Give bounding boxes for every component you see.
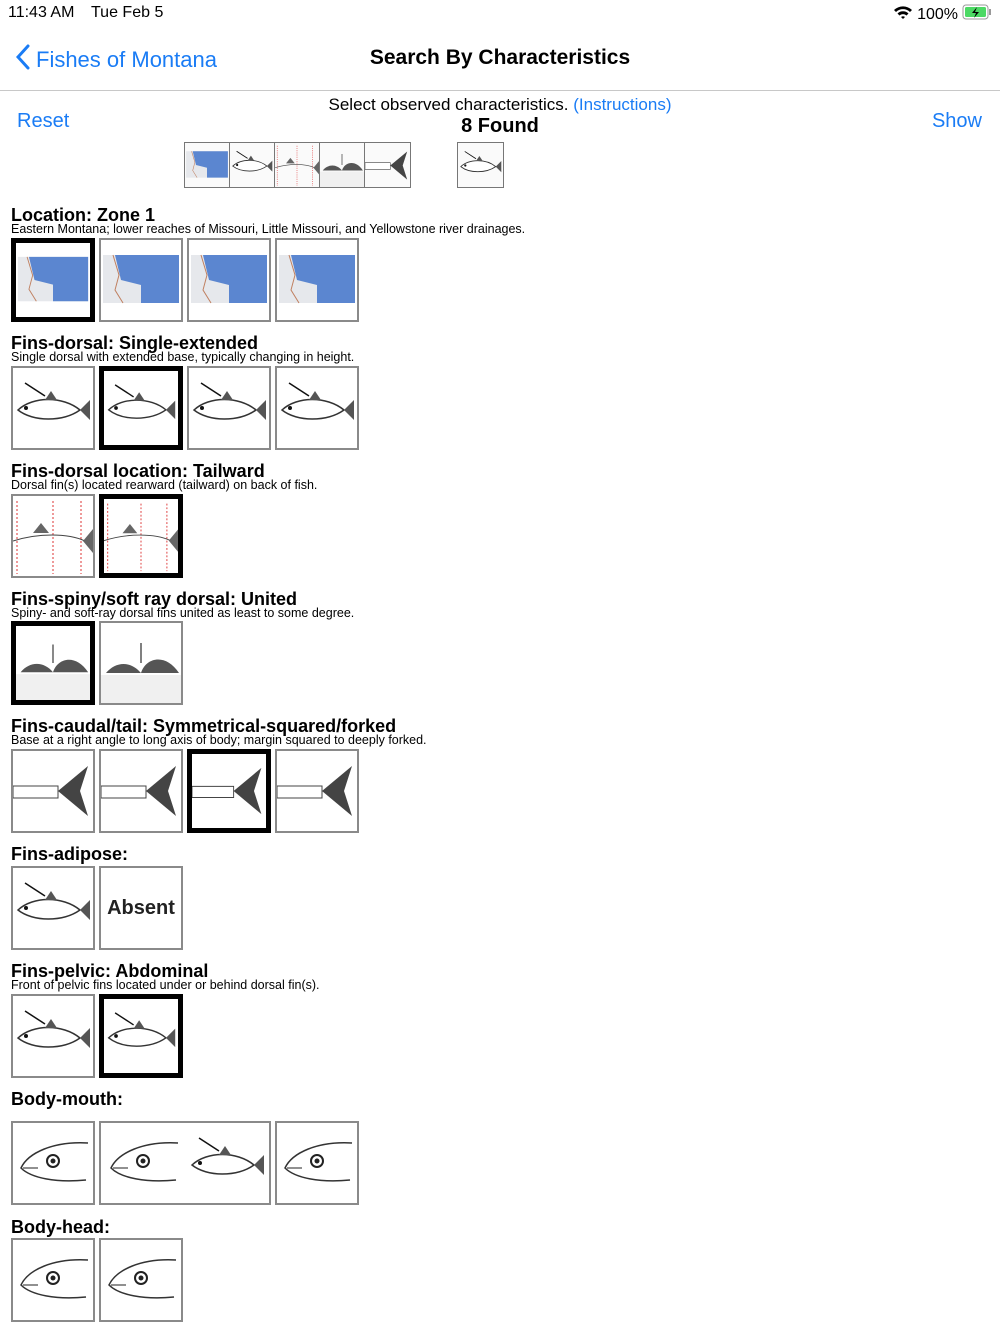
section-description: Eastern Montana; lower reaches of Missou… [11,222,526,236]
instruction-text: Select observed characteristics. [328,95,569,114]
option-tile-selected[interactable] [99,494,183,578]
option-tile[interactable] [11,866,95,950]
section-title: Fins-pelvic: Abdominal [11,961,209,981]
selected-characteristics-strip [184,142,411,188]
reset-button[interactable]: Reset [17,110,70,132]
status-time: 11:43 AM [8,4,75,21]
option-tile-selected[interactable] [99,994,183,1078]
section-title: Location: Zone 1 [11,205,155,225]
option-row [11,366,359,450]
option-tile[interactable] [99,1238,183,1322]
option-tile[interactable] [275,366,359,450]
strip-thumbnail-loc[interactable] [274,143,320,187]
option-tile-selected[interactable] [11,621,95,705]
section-description: Dorsal fin(s) located rearward (tailward… [11,478,318,492]
option-tile[interactable] [11,494,95,578]
pending-characteristic [457,142,504,188]
section-title: Fins-spiny/soft ray dorsal: United [11,589,298,609]
divider [0,90,1000,91]
option-tile[interactable] [275,749,359,833]
wifi-icon [893,5,913,24]
option-tile[interactable] [187,238,271,322]
section-description: Spiny- and soft-ray dorsal fins united a… [11,606,355,620]
option-row [11,621,183,705]
option-tile[interactable] [99,621,183,705]
battery-percent: 100% [917,5,958,23]
option-row [11,238,359,322]
section-title: Fins-caudal/tail: Symmetrical-squared/fo… [11,716,397,736]
chevron-left-icon [15,44,30,76]
battery-icon [962,4,992,25]
show-button[interactable]: Show [931,110,982,132]
instructions-link[interactable]: (Instructions) [573,95,672,114]
option-row [11,1238,183,1322]
option-row [11,494,183,578]
option-tile[interactable] [187,366,271,450]
section-title: Fins-adipose: [11,844,129,864]
option-tile[interactable] [11,994,95,1078]
option-row [11,749,359,833]
option-tile[interactable]: Absent [99,866,183,950]
option-row [11,1121,359,1205]
option-tile[interactable] [275,1121,359,1205]
strip-thumbnail-map[interactable] [185,143,230,187]
section-title: Fins-dorsal: Single-extended [11,333,259,353]
option-tile-selected[interactable] [187,749,271,833]
option-tile[interactable] [99,238,183,322]
section-description: Front of pelvic fins located under or be… [11,978,320,992]
strip-thumbnail-fish[interactable] [230,143,275,187]
option-tile[interactable] [99,1121,271,1205]
option-row: Absent [11,866,183,950]
option-tile[interactable] [275,238,359,322]
option-tile[interactable] [11,366,95,450]
back-button[interactable]: Fishes of Montana [15,44,217,76]
page-title: Search By Characteristics [369,46,631,69]
section-title: Body-mouth: [11,1089,123,1109]
back-label: Fishes of Montana [36,47,217,72]
option-tile[interactable] [11,749,95,833]
strip-thumbnail-fin[interactable] [320,143,365,187]
option-tile[interactable] [11,1238,95,1322]
option-tile[interactable] [99,749,183,833]
section-description: Base at a right angle to long axis of bo… [11,733,427,747]
option-tile-selected[interactable] [99,366,183,450]
section-title: Body-head: [11,1217,110,1237]
section-title: Fins-dorsal location: Tailward [11,461,265,481]
instruction-line: Select observed characteristics. (Instru… [0,95,1000,115]
section-description: Single dorsal with extended base, typica… [11,350,355,364]
strip-thumbnail-tail[interactable] [364,143,410,187]
found-count: 8 Found [461,115,539,137]
status-date: Tue Feb 5 [91,4,164,21]
option-tile-selected[interactable] [11,238,95,322]
option-label: Absent [107,896,175,919]
option-tile[interactable] [11,1121,95,1205]
strip-thumbnail-pelvic[interactable] [458,143,503,187]
option-row [11,994,183,1078]
